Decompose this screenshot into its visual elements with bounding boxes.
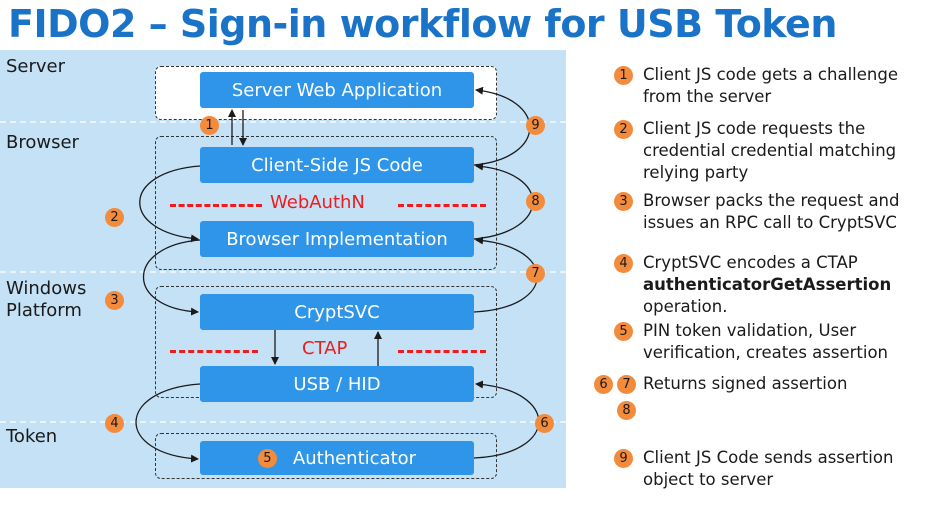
client-js-code-box: Client-Side JS Code	[200, 147, 474, 183]
layer-label-token: Token	[6, 426, 58, 447]
arrow-step-4	[135, 383, 201, 463]
step-6-badge: 6	[594, 375, 613, 394]
step-3-badge-diagram: 3	[105, 291, 124, 310]
layer-label-browser: Browser	[6, 132, 79, 153]
arrow-step-8	[473, 162, 534, 240]
step-2-text: Client JS code requests the credential c…	[643, 119, 897, 182]
ctap-divider-left	[170, 350, 258, 353]
page-title: FIDO2 – Sign-in workflow for USB Token	[8, 2, 837, 46]
step-4-badge-diagram: 4	[105, 414, 124, 433]
step-1-badge: 1	[614, 66, 633, 85]
usb-hid-box: USB / HID	[200, 366, 474, 402]
step-2-badge-diagram: 2	[105, 208, 124, 227]
step-8-badge-diagram: 8	[526, 192, 545, 211]
browser-implementation-label: Browser Implementation	[226, 228, 448, 250]
server-web-application-label: Server Web Application	[231, 79, 443, 101]
step-1-text: Client JS code gets a challenge from the…	[643, 65, 898, 106]
step-4-text-bold: authenticatorGetAssertion	[643, 275, 892, 294]
step-9-badge: 9	[614, 449, 633, 468]
step-6-badge-diagram: 6	[535, 414, 554, 433]
webauthn-divider-right	[398, 204, 486, 207]
step-8-badge: 8	[617, 401, 636, 420]
client-js-code-label: Client-Side JS Code	[251, 154, 423, 176]
step-7-badge: 7	[617, 375, 636, 394]
ctap-label: CTAP	[302, 338, 348, 359]
step-7-badge-diagram: 7	[526, 264, 545, 283]
step-1-badge-diagram: 1	[200, 116, 219, 135]
cryptsvc-label: CryptSVC	[294, 301, 380, 323]
step-2-badge: 2	[614, 120, 633, 139]
webauthn-divider-left	[170, 204, 262, 207]
step-4-text: CryptSVC encodes a CTAP authenticatorGet…	[643, 252, 923, 318]
step-4-text-after: operation.	[643, 297, 728, 316]
arrow-step-2	[139, 165, 201, 243]
step-4-text-before: CryptSVC encodes a CTAP	[643, 253, 858, 272]
ctap-divider-right	[398, 350, 486, 353]
step-9-text: Client JS Code sends assertion object to…	[643, 448, 894, 489]
band-separator	[0, 421, 566, 423]
flow-arrows	[135, 86, 540, 463]
arrow-step-9	[473, 86, 531, 166]
server-web-application-box: Server Web Application	[200, 72, 474, 108]
layer-label-server: Server	[6, 56, 66, 77]
step-5-badge-diagram: 5	[257, 448, 277, 468]
browser-group	[155, 136, 497, 270]
step-5-text: PIN token validation, User verification,…	[643, 321, 889, 362]
browser-implementation-box: Browser Implementation	[200, 221, 474, 257]
arrow-step-6	[473, 380, 540, 459]
step-5-badge: 5	[614, 322, 633, 341]
band-separator	[0, 121, 566, 123]
step-4-badge: 4	[614, 254, 633, 273]
step-6-7-8-text: Returns signed assertion	[643, 374, 848, 393]
step-3-text: Browser packs the request and issues an …	[643, 191, 900, 232]
workflow-diagram: Server Browser Windows Platform Token Se…	[0, 50, 566, 488]
usb-hid-label: USB / HID	[293, 373, 381, 395]
step-3-badge: 3	[614, 192, 633, 211]
band-separator	[0, 271, 566, 273]
cryptsvc-box: CryptSVC	[200, 294, 474, 330]
authenticator-box: 5 Authenticator	[200, 441, 474, 475]
webauthn-label: WebAuthN	[270, 192, 365, 213]
layer-label-platform: Platform	[6, 300, 82, 321]
layer-label-windows: Windows	[6, 278, 87, 299]
arrow-step-3	[143, 239, 201, 316]
authenticator-label: Authenticator	[292, 447, 417, 469]
step-9-badge-diagram: 9	[526, 116, 545, 135]
token-group	[155, 433, 497, 479]
